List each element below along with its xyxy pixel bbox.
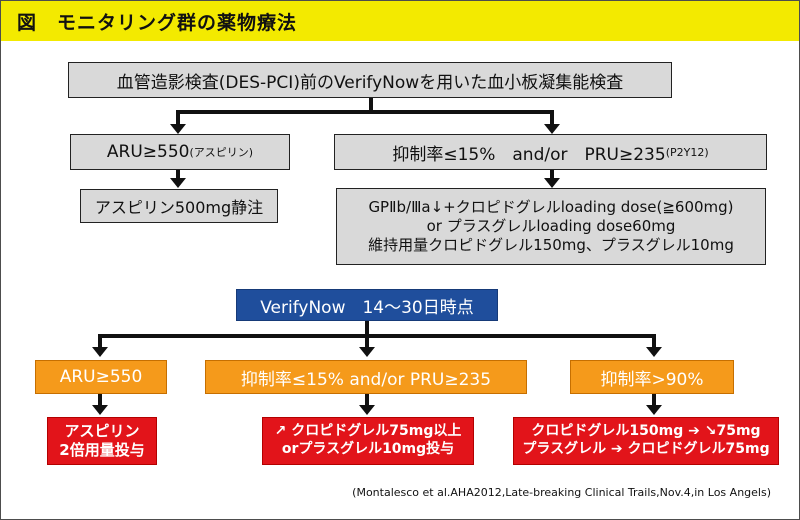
red-aspirin-line-1: アスピリン (64, 421, 140, 440)
title-bar: 図 モニタリング群の薬物療法 (1, 1, 799, 41)
orange-aru-box: ARU≥550 (35, 360, 167, 394)
citation: (Montalesco et al.AHA2012,Late-breaking … (352, 486, 771, 499)
figure-title: 図 モニタリング群の薬物療法 (17, 12, 298, 34)
top-test-label: 血管造影検査(DES-PCI)前のVerifyNowを用いた血小板凝集能検査 (116, 72, 624, 93)
top-test-box: 血管造影検査(DES-PCI)前のVerifyNowを用いた血小板凝集能検査 (68, 62, 672, 98)
orange-high-inhibition-box: 抑制率>90% (570, 360, 734, 394)
aru-branch-label: ARU≥550 (106, 142, 190, 162)
arrow-to-red-2 (359, 405, 375, 415)
arrow-to-right-result (544, 178, 560, 188)
followup-box: VerifyNow 14〜30日時点 (236, 289, 498, 321)
aru-branch-box: ARU≥550(アスピリン) (70, 134, 290, 170)
red-deescalation-line-1: クロピドグレル150mg ➔ ↘75mg (531, 423, 761, 440)
arrow-to-orange-1 (92, 347, 108, 357)
connector-o3-drop (652, 334, 656, 348)
connector-top-horizontal (176, 110, 554, 114)
red-deescalation-line-2: プラスグレル ➔ クロピドグレル75mg (522, 441, 770, 457)
gp-treatment-line-1: GPⅡb/Ⅲa↓+クロピドグレルloading dose(≧600mg) (368, 197, 734, 216)
connector-right-drop (550, 110, 554, 124)
connector-right-result (550, 170, 554, 179)
arrow-to-right-branch (544, 124, 560, 134)
gp-treatment-box: GPⅡb/Ⅲa↓+クロピドグレルloading dose(≧600mg) or … (336, 188, 766, 265)
red-clopidogrel-line-2: orプラスグレル10mg投与 (281, 441, 455, 457)
connector-r3 (652, 394, 656, 406)
inhibition-branch-note: (P2Y12) (665, 145, 709, 159)
connector-left-result (176, 170, 180, 179)
inhibition-branch-label: 抑制率≤15% and/or PRU≥235 (392, 144, 666, 165)
connector-r2 (365, 394, 369, 406)
gp-treatment-line-3: 維持用量クロピドグレル150mg、プラスグレル10mg (368, 236, 734, 255)
aspirin-iv-box: アスピリン500mg静注 (80, 189, 278, 223)
orange-inhibition-label: 抑制率≤15% and/or PRU≥235 (240, 369, 492, 390)
arrow-to-orange-3 (646, 347, 662, 357)
red-aspirin-box: アスピリン 2倍用量投与 (47, 417, 157, 465)
arrow-to-left-result (170, 178, 186, 188)
connector-followup-horizontal (98, 334, 656, 338)
aru-branch-note: (アスピリン) (189, 146, 254, 159)
arrow-to-orange-2 (359, 347, 375, 357)
connector-followup-vertical (365, 321, 369, 335)
aspirin-iv-label: アスピリン500mg静注 (94, 198, 264, 217)
orange-inhibition-box: 抑制率≤15% and/or PRU≥235 (205, 360, 527, 394)
red-clopidogrel-line-1: ↗ クロピドグレル75mg以上 (274, 423, 462, 440)
connector-o1-drop (98, 334, 102, 348)
followup-label: VerifyNow 14〜30日時点 (260, 297, 474, 318)
orange-high-inhibition-label: 抑制率>90% (600, 369, 704, 390)
red-aspirin-line-2: 2倍用量投与 (59, 441, 145, 459)
connector-r1 (98, 394, 102, 406)
connector-o2-drop (365, 334, 369, 348)
orange-aru-label: ARU≥550 (59, 367, 143, 387)
arrow-to-red-3 (646, 405, 662, 415)
connector-left-drop (176, 110, 180, 124)
connector-top-vertical (369, 98, 373, 112)
inhibition-branch-box: 抑制率≤15% and/or PRU≥235(P2Y12) (334, 134, 767, 170)
gp-treatment-line-2: or プラスグレルloading dose60mg (426, 216, 676, 235)
red-clopidogrel-box: ↗ クロピドグレル75mg以上 orプラスグレル10mg投与 (262, 417, 474, 465)
arrow-to-left-branch (170, 124, 186, 134)
red-deescalation-box: クロピドグレル150mg ➔ ↘75mg プラスグレル ➔ クロピドグレル75m… (513, 417, 779, 465)
arrow-to-red-1 (92, 405, 108, 415)
